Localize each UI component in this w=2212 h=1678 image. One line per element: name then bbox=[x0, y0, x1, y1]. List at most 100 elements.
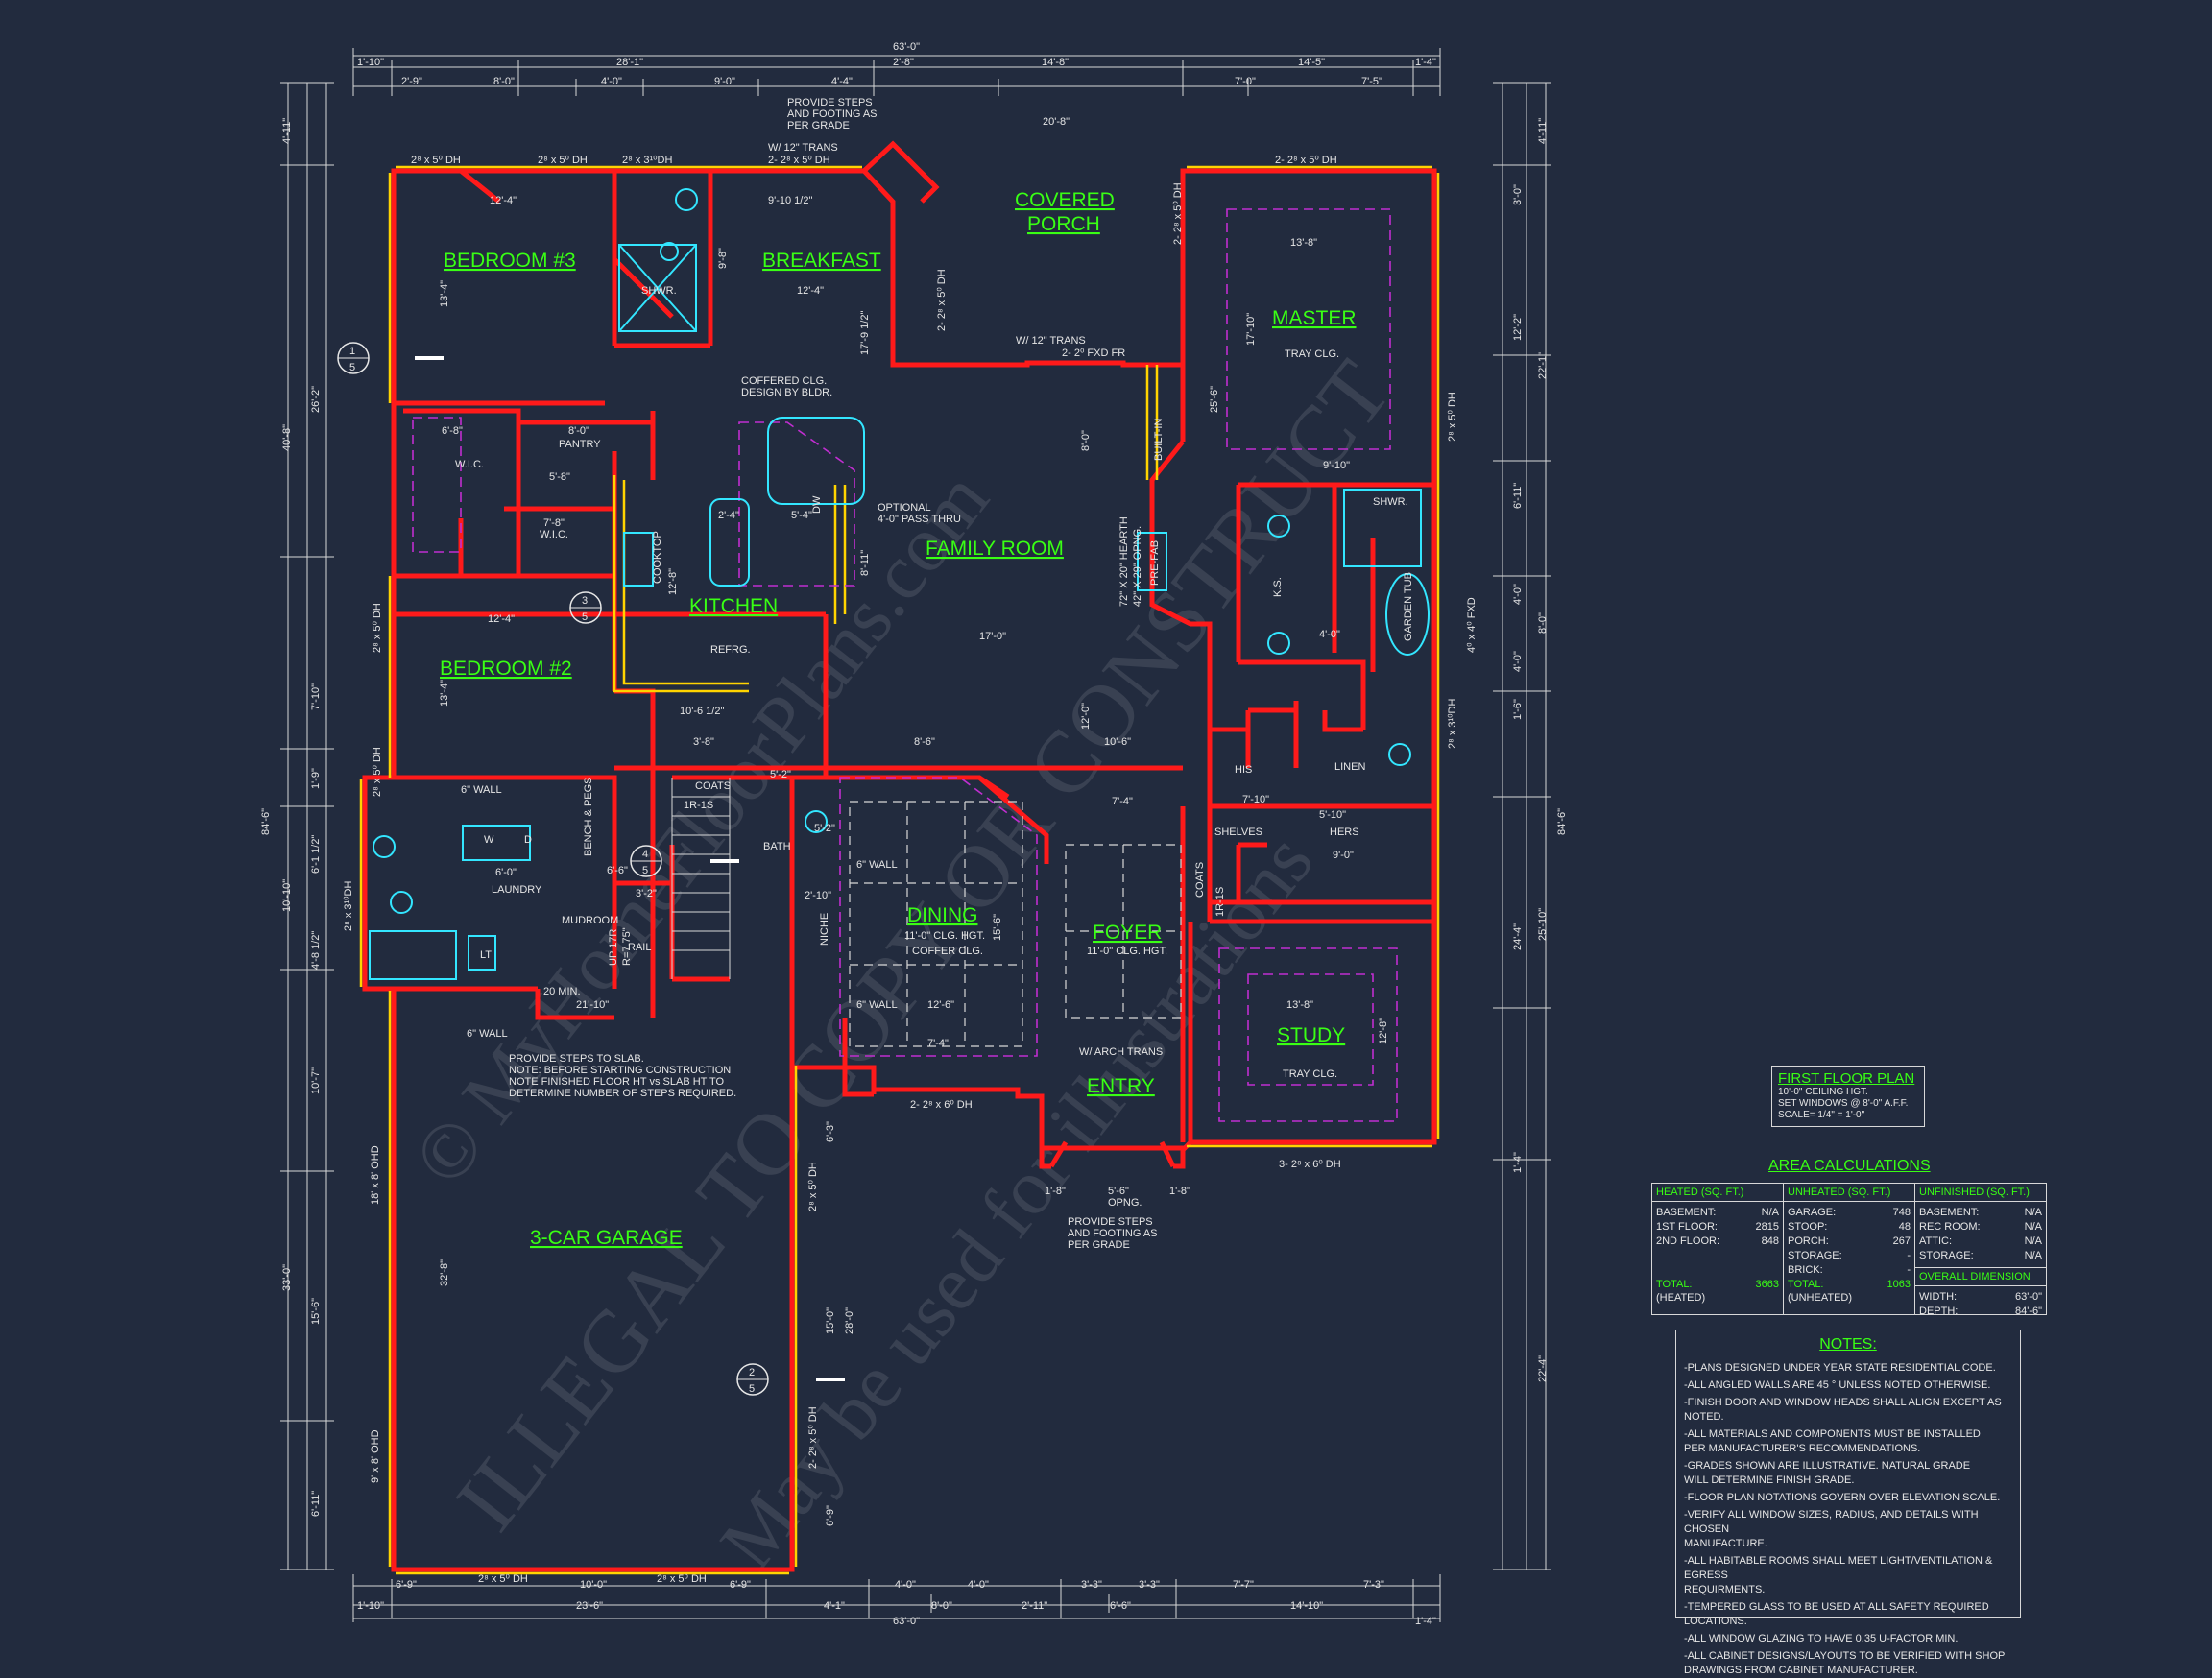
dim-top: 1'-4" bbox=[1415, 57, 1436, 68]
label-6-wall: 6" WALL bbox=[467, 1028, 508, 1040]
dim-top: 1'-10" bbox=[357, 57, 384, 68]
dim-bottom2: 4'-0" bbox=[895, 1579, 916, 1591]
dim-interior: 6'-8" bbox=[442, 425, 463, 437]
label-wic: W.I.C. bbox=[540, 529, 568, 540]
dim-right: 25'-10" bbox=[1537, 908, 1549, 941]
label-pass-thru: 4'-0" PASS THRU bbox=[878, 514, 961, 525]
label-linen: LINEN bbox=[1334, 761, 1365, 773]
shower-icon bbox=[1343, 489, 1422, 567]
toilet-icon bbox=[390, 891, 413, 914]
dim-top2: 4'-4" bbox=[831, 76, 853, 87]
room-entry: ENTRY bbox=[1087, 1075, 1155, 1097]
label-bench: BENCH & PEGS bbox=[583, 777, 594, 856]
window-label: 2- 2⁸ x 5⁰ DH bbox=[936, 269, 948, 331]
title-block: FIRST FLOOR PLAN 10'-0" CEILING HGT. SET… bbox=[1771, 1066, 1925, 1127]
dim-top2: 7'-5" bbox=[1361, 76, 1382, 87]
area-heated-column: HEATED (SQ. FT.) BASEMENT:N/A 1ST FLOOR:… bbox=[1652, 1184, 1784, 1314]
window-labels: 2⁸ x 5⁰ DH 2⁸ x 5⁰ DH 2⁸ x 3¹⁰DH 2- 2⁸ x… bbox=[343, 155, 1478, 1585]
label-riser: R=7.75" bbox=[621, 927, 633, 966]
dim-top2: 7'-0" bbox=[1235, 76, 1256, 87]
dim-left: 40'-8" bbox=[281, 424, 293, 451]
dim-right: 84'-6" bbox=[1556, 808, 1568, 835]
dim-left: 4'-11" bbox=[281, 118, 293, 144]
label-pass-thru: OPTIONAL bbox=[878, 502, 931, 514]
label-dining-clg: COFFER CLG. bbox=[912, 946, 983, 957]
section-marker-number: 4 bbox=[642, 849, 648, 860]
area-row: BRICK:- bbox=[1788, 1264, 1911, 1276]
dim-interior: 8'-0" bbox=[1080, 430, 1092, 451]
dim-bottom2: 8'-0" bbox=[931, 1600, 952, 1612]
label-dishwasher: DW bbox=[811, 495, 823, 514]
dim-bottom2: 4'-0" bbox=[968, 1579, 989, 1591]
dim-interior: 7'-4" bbox=[1112, 796, 1133, 807]
label-coats: COATS bbox=[695, 780, 731, 792]
dim-bottom: 4'-1" bbox=[824, 1600, 845, 1612]
dim-bottom: 1'-10" bbox=[357, 1600, 384, 1612]
section-marker-number: 1 bbox=[349, 346, 355, 357]
window-label: 2⁸ x 5⁰ DH bbox=[807, 1162, 819, 1211]
dim-top2: 8'-0" bbox=[493, 76, 515, 87]
label-his: HIS bbox=[1235, 764, 1252, 776]
label-bath: BATH bbox=[763, 841, 791, 852]
dim-interior: 17'-9 1/2" bbox=[859, 311, 871, 355]
label-steps-slab: NOTE: BEFORE STARTING CONSTRUCTION bbox=[509, 1065, 731, 1076]
dim-interior: 7'-8" bbox=[543, 517, 565, 529]
dim-interior: 13'-4" bbox=[439, 680, 450, 707]
label-cooktop: COOKTOP bbox=[652, 531, 663, 584]
note-item: -VERIFY ALL WINDOW SIZES, RADIUS, AND DE… bbox=[1684, 1509, 1979, 1549]
dim-left: 33'-0" bbox=[281, 1264, 293, 1291]
dim-left: 4'-8 1/2" bbox=[310, 931, 322, 970]
section-marker-sheet: 5 bbox=[642, 865, 648, 876]
dim-right: 6'-11" bbox=[1512, 483, 1524, 509]
dim-interior: 25'-6" bbox=[1209, 386, 1220, 413]
room-garage: 3-CAR GARAGE bbox=[530, 1227, 683, 1249]
dim-interior: 4'-0" bbox=[1319, 629, 1340, 640]
dim-interior: 2'-10" bbox=[805, 890, 831, 901]
area-heated-header: HEATED (SQ. FT.) bbox=[1652, 1184, 1783, 1202]
label-steps-slab: DETERMINE NUMBER OF STEPS REQUIRED. bbox=[509, 1088, 736, 1099]
dim-interior: 12'-4" bbox=[490, 195, 517, 206]
label-hearth: 42" X 29" OPNG. bbox=[1132, 526, 1143, 607]
section-marker-sheet: 5 bbox=[349, 362, 355, 373]
label-garden-tub: GARDEN TUB bbox=[1403, 572, 1414, 641]
window-label: 4⁰ x 4⁰ FXD bbox=[1466, 597, 1478, 653]
dim-bottom: 2'-11" bbox=[1022, 1600, 1047, 1612]
dim-interior: 10'-6" bbox=[1104, 736, 1131, 748]
dim-interior: 1'-8" bbox=[1169, 1186, 1190, 1197]
dim-right: 8'-0" bbox=[1537, 612, 1549, 634]
label-tray-master: TRAY CLG. bbox=[1285, 348, 1339, 360]
dim-bottom: 14'-10" bbox=[1290, 1600, 1323, 1612]
sink-icon bbox=[767, 417, 865, 505]
dim-interior: 12'-8" bbox=[667, 568, 679, 595]
dim-interior: 9'-10" bbox=[1323, 460, 1350, 471]
note-item: -ALL MATERIALS AND COMPONENTS MUST BE IN… bbox=[1684, 1428, 1981, 1454]
dim-right: 22'-4" bbox=[1537, 1355, 1549, 1382]
window-label: 2- 2⁸ x 5⁰ DH bbox=[1275, 155, 1337, 166]
dim-interior: 3'-8" bbox=[693, 736, 714, 748]
shower-icon bbox=[618, 244, 697, 332]
annotations: TRAY CLG. TRAY CLG. SHWR. SHWR. PANTRY W… bbox=[370, 97, 1414, 1483]
dim-interior: 8'-0" bbox=[568, 425, 589, 437]
label-hearth: 72" X 20" HEARTH bbox=[1118, 516, 1130, 607]
dim-interior: 6'-9" bbox=[825, 1505, 836, 1526]
watermark-line-3: May be used for illustrations bbox=[703, 818, 1329, 1585]
sink-icon bbox=[468, 935, 496, 971]
label-steps-entry: PER GRADE bbox=[1068, 1239, 1130, 1251]
label-refrigerator: REFRG. bbox=[710, 644, 751, 656]
dim-interior: 21'-10" bbox=[576, 999, 609, 1011]
label-built-in: BUILT-IN bbox=[1153, 419, 1165, 461]
label-lt: LT bbox=[480, 949, 492, 961]
dim-overall-top: 63'-0" bbox=[893, 41, 920, 53]
dim-top2: 4'-0" bbox=[601, 76, 622, 87]
dim-left: 7'-10" bbox=[310, 683, 322, 710]
label-foyer-clg: 11'-0" CLG. HGT. bbox=[1087, 946, 1167, 957]
label-steps-entry: PROVIDE STEPS bbox=[1068, 1216, 1153, 1228]
label-overhead-door: 18' x 8' OHD bbox=[370, 1145, 381, 1205]
label-ks: K.S. bbox=[1272, 577, 1284, 597]
area-total: TOTAL:1063 bbox=[1788, 1279, 1911, 1290]
dim-top: 2'-8" bbox=[893, 57, 914, 68]
section-marker: 4 5 bbox=[630, 845, 739, 877]
stairs bbox=[671, 778, 731, 979]
dim-right: 22'-1" bbox=[1537, 352, 1549, 379]
toilet-icon bbox=[675, 188, 698, 211]
